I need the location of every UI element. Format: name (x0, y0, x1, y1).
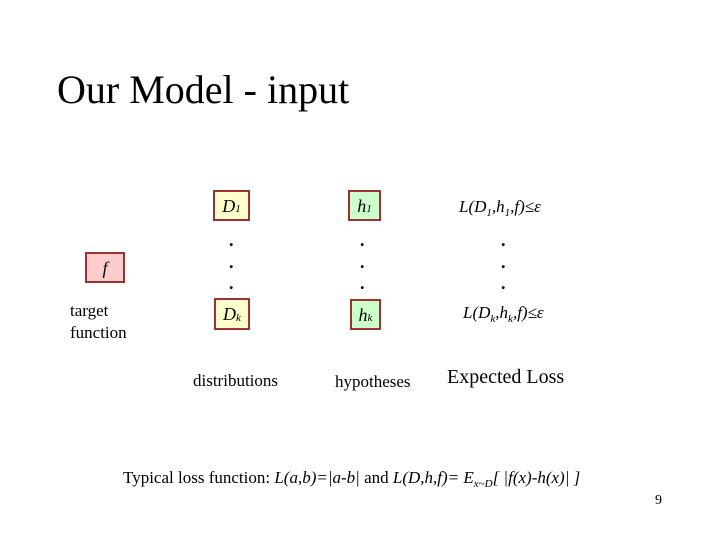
dot: . (360, 230, 365, 250)
loss2-part3: ,f)≤ε (512, 303, 544, 322)
loss2-part1: L(D (463, 303, 491, 322)
box-subscript-d1: 1 (235, 203, 241, 215)
target-function-label: target function (70, 300, 127, 344)
box-label-h1: h (357, 195, 367, 216)
formula-subscript: x~D (473, 478, 493, 490)
formula-part1: L(a,b)=|a-b| (274, 468, 360, 487)
box-subscript-h1: 1 (366, 203, 372, 215)
caption-expected-loss: Expected Loss (447, 366, 565, 388)
formula-part3: [ |f(x)-h(x)| ] (492, 468, 581, 487)
dot: . (229, 251, 234, 272)
loss1-part3: ,f)≤ε (510, 197, 541, 216)
dot: . (360, 251, 365, 272)
box-subscript-hk: k (367, 312, 373, 324)
formula-prefix: Typical loss function: (123, 468, 275, 487)
slide-title: Our Model - input (57, 67, 350, 112)
ellipsis-hypotheses: . . . (360, 230, 365, 295)
box-label-hk: h (358, 304, 368, 325)
caption-distributions: distributions (193, 371, 279, 390)
target-label-line1: target (70, 301, 109, 320)
box-label-f: f (102, 257, 108, 278)
box-subscript-dk: k (236, 311, 241, 324)
formula-part2: L(D,h,f)= E (392, 468, 474, 487)
box-label-d1: D (222, 195, 236, 216)
loss1-sub1: 1 (486, 207, 492, 219)
typical-loss-formula: Typical loss function: L(a,b)=|a-b| and … (123, 468, 581, 490)
dot: . (501, 230, 506, 250)
target-label-line2: function (70, 323, 127, 342)
loss1-part1: L(D (459, 197, 487, 216)
dot: . (360, 273, 365, 293)
formula-conjunction: and (359, 468, 393, 487)
dot: . (501, 273, 506, 293)
loss2-sub2: k (508, 313, 513, 325)
loss2-sub1: k (490, 313, 496, 325)
page-number: 9 (655, 493, 662, 508)
target-function-box: f (85, 252, 125, 283)
dot: . (501, 251, 506, 272)
ellipsis-distributions: . . . (229, 230, 234, 295)
loss2-part2: ,h (495, 303, 509, 322)
caption-hypotheses: hypotheses (335, 372, 411, 391)
loss1-sub2: 1 (504, 207, 511, 219)
dot: . (229, 273, 234, 293)
dot: . (229, 230, 234, 250)
loss1-part2: ,h (491, 197, 505, 216)
box-label-dk: D (223, 304, 237, 324)
loss-formula-row1: L(D1,h1,f)≤ε (459, 197, 541, 219)
ellipsis-expected-loss: . . . (501, 230, 506, 295)
loss-formula-row2: L(Dk,hk,f)≤ε (463, 303, 544, 325)
